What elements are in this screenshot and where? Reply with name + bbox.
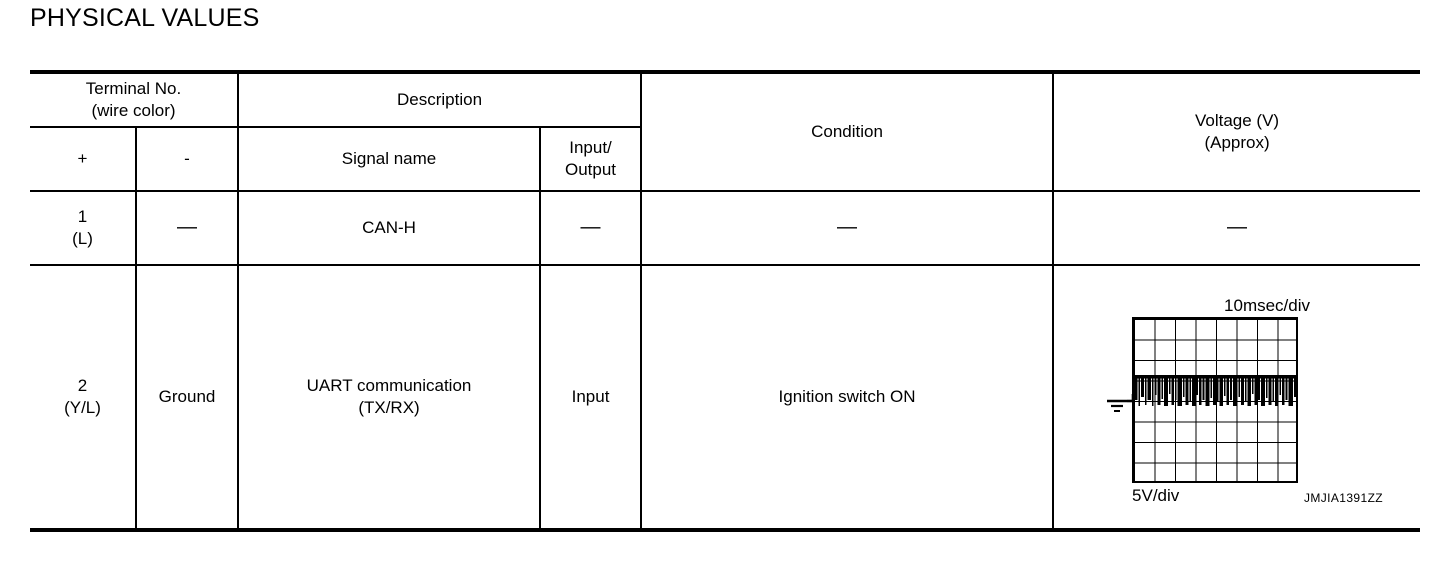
- table-row: 2 (Y/L) Ground UART communication (TX/RX…: [30, 265, 1421, 532]
- row2-terminal-number: 2: [77, 376, 88, 396]
- row2-signal-name-line2: (TX/RX): [358, 398, 420, 417]
- header-terminal-no: Terminal No. (wire color): [30, 70, 240, 128]
- header-voltage: Voltage (V) (Approx): [1053, 70, 1421, 192]
- row2-signal-name: UART communication (TX/RX): [238, 265, 542, 532]
- uart-waveform-trace: [1134, 374, 1297, 406]
- header-input-output-line2: Output: [565, 160, 617, 179]
- row1-terminal-wire-color: (L): [72, 229, 93, 248]
- waveform-time-per-div-label: 10msec/div: [1224, 295, 1311, 315]
- header-plus-terminal: +: [30, 127, 137, 192]
- row2-terminal-minus: Ground: [136, 265, 240, 532]
- row2-terminal-plus: 2 (Y/L): [30, 265, 137, 532]
- figure-id-caption: JMJIA1391ZZ: [1303, 490, 1384, 505]
- header-input-output-line1: Input/: [569, 138, 612, 158]
- header-description: Description: [238, 70, 643, 128]
- row1-voltage: —: [1053, 191, 1421, 266]
- row2-signal-name-line1: UART communication: [306, 376, 472, 396]
- page-title: PHYSICAL VALUES: [30, 4, 260, 32]
- header-signal-name: Signal name: [238, 127, 542, 192]
- waveform-volts-per-div-label: 5V/div: [1132, 485, 1180, 505]
- header-condition: Condition: [641, 70, 1055, 192]
- table-header-row-2: + - Signal name Input/ Output: [30, 127, 1420, 192]
- row2-condition: Ignition switch ON: [641, 265, 1055, 532]
- row2-input-output: Input: [540, 265, 643, 532]
- row1-signal-name: CAN-H: [238, 191, 542, 266]
- header-terminal-no-line1: Terminal No.: [85, 79, 182, 99]
- header-voltage-line2: (Approx): [1204, 133, 1270, 152]
- header-voltage-line1: Voltage (V): [1194, 111, 1280, 131]
- header-terminal-no-line2: (wire color): [91, 101, 176, 120]
- row1-terminal-number: 1: [77, 207, 88, 227]
- row1-terminal-minus: —: [136, 191, 240, 266]
- oscilloscope-figure: 10msec/div: [1097, 295, 1383, 505]
- header-input-output: Input/ Output: [540, 127, 643, 192]
- header-minus-terminal: -: [136, 127, 240, 192]
- table-row: 1 (L) — CAN-H — — —: [30, 191, 1421, 266]
- row1-input-output: —: [540, 191, 643, 266]
- ground-symbol-icon: [1107, 393, 1135, 412]
- physical-values-table: Terminal No. (wire color) Description Co…: [30, 70, 1421, 532]
- table-header-row-1: Terminal No. (wire color) Description Co…: [30, 70, 1421, 192]
- row2-terminal-wire-color: (Y/L): [64, 398, 101, 417]
- row1-condition: —: [641, 191, 1055, 266]
- row1-terminal-plus: 1 (L): [30, 191, 137, 266]
- row2-voltage-waveform: 10msec/div: [1053, 265, 1421, 532]
